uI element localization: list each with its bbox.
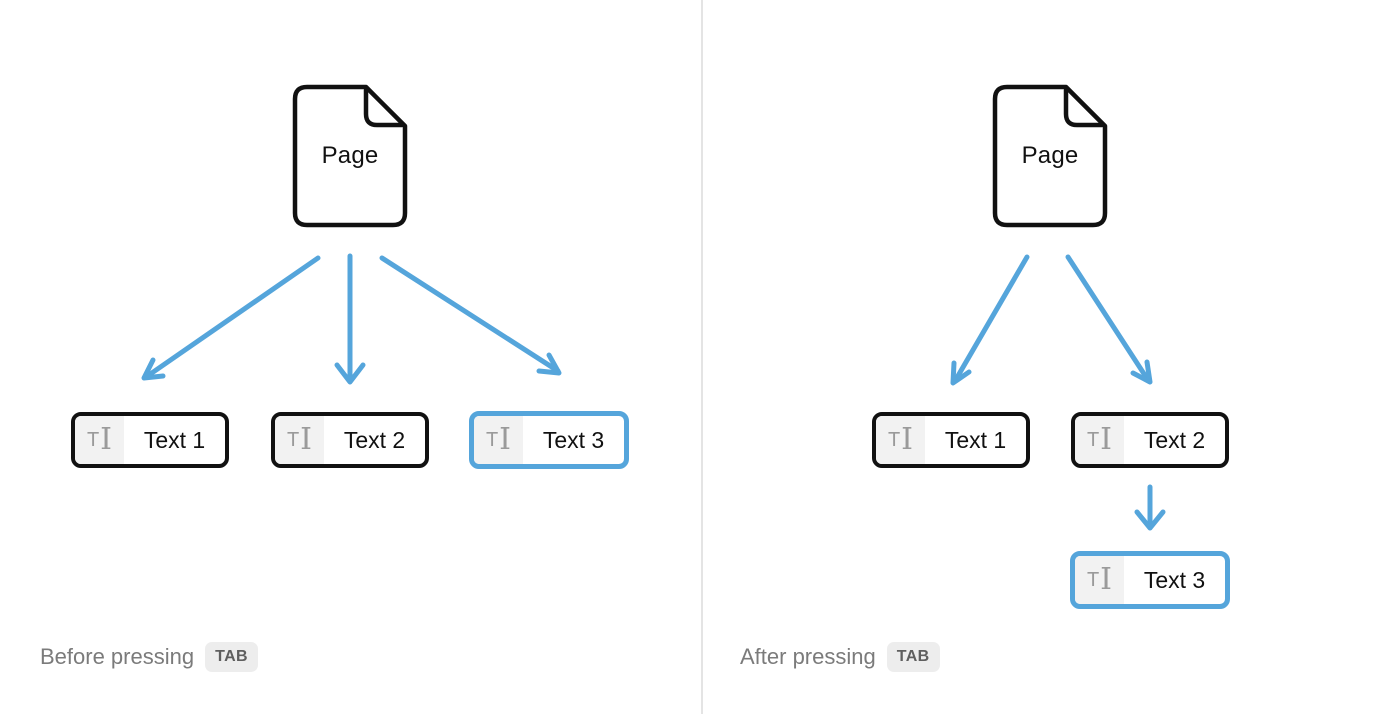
page-label: Page — [321, 142, 379, 169]
page-document-icon: Page — [990, 82, 1110, 230]
arrow-page-to-text3-before — [379, 255, 561, 374]
caption-after: After pressing TAB — [740, 640, 940, 674]
arrowhead — [536, 352, 562, 376]
page-label: Page — [1021, 142, 1079, 169]
caption-before: Before pressing TAB — [40, 640, 258, 674]
page-document-icon: Page — [290, 82, 410, 230]
arrow-page-to-text1-after — [952, 254, 1030, 384]
text-block-label: Text 3 — [1143, 566, 1206, 593]
arrow-page-to-text2-after — [1065, 254, 1151, 383]
caption-text: Before pressing — [40, 644, 195, 669]
page-icon-svg — [992, 84, 1108, 228]
arrowhead — [950, 360, 972, 386]
text-block-label: Text 3 — [542, 426, 605, 453]
text-block-label: Text 2 — [343, 426, 406, 453]
caption-text: After pressing — [740, 644, 876, 669]
page-icon-svg — [292, 84, 408, 228]
text-block-label: Text 2 — [1143, 426, 1206, 453]
text-block-label: Text 1 — [143, 426, 206, 453]
arrow-page-to-text1-before — [143, 255, 321, 380]
arrowhead — [1130, 359, 1153, 385]
arrowhead — [1134, 509, 1166, 531]
arrowhead — [334, 362, 366, 385]
tab-keycap: TAB — [205, 642, 258, 672]
arrowhead — [141, 357, 166, 381]
panel-divider — [701, 0, 703, 714]
text-block-label: Text 1 — [944, 426, 1007, 453]
tab-keycap: TAB — [886, 642, 940, 672]
